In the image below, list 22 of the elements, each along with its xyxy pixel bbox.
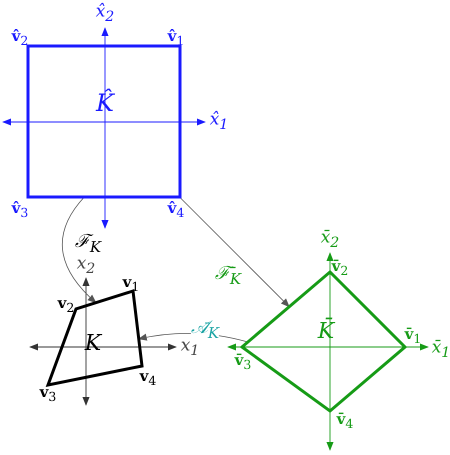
vertex-label: v$_{4}$ <box>140 368 156 388</box>
axis-label: x̄$_{1}$ <box>432 340 450 360</box>
axis-label: x̄$_{2}$ <box>320 230 340 250</box>
vertex-label: v̂$_{4}$ <box>168 200 184 220</box>
edge-label: 𝒜̄$_{K}$ <box>190 319 220 341</box>
edge-label: ℱ$_{K}$ <box>74 233 102 255</box>
mapping-arrow <box>179 196 290 308</box>
vertex-label: v$_{1}$ <box>122 274 140 294</box>
vertex-label: v̂$_{3}$ <box>12 200 28 220</box>
square-outline <box>28 46 180 197</box>
vertex-label: v̄$_{4}$ <box>336 412 354 430</box>
edge-label: ℱ̄$_{K}$ <box>214 265 242 287</box>
vertex-label: v$_{3}$ <box>40 384 56 404</box>
mapping-arrow <box>62 196 97 304</box>
vertex-label: v̄$_{1}$ <box>404 326 422 346</box>
vertex-label: v̄$_{3}$ <box>234 352 252 372</box>
axis-label: x̂$_{1}$ <box>210 112 228 132</box>
vertex-label: v$_{2}$ <box>58 296 74 314</box>
axis-label: x̂$_{2}$ <box>96 4 114 24</box>
axis-label: x$_{2}$ <box>76 256 96 276</box>
vertex-label: v̄$_{2}$ <box>332 258 348 278</box>
vertex-label: v̂$_{2}$ <box>12 28 28 48</box>
